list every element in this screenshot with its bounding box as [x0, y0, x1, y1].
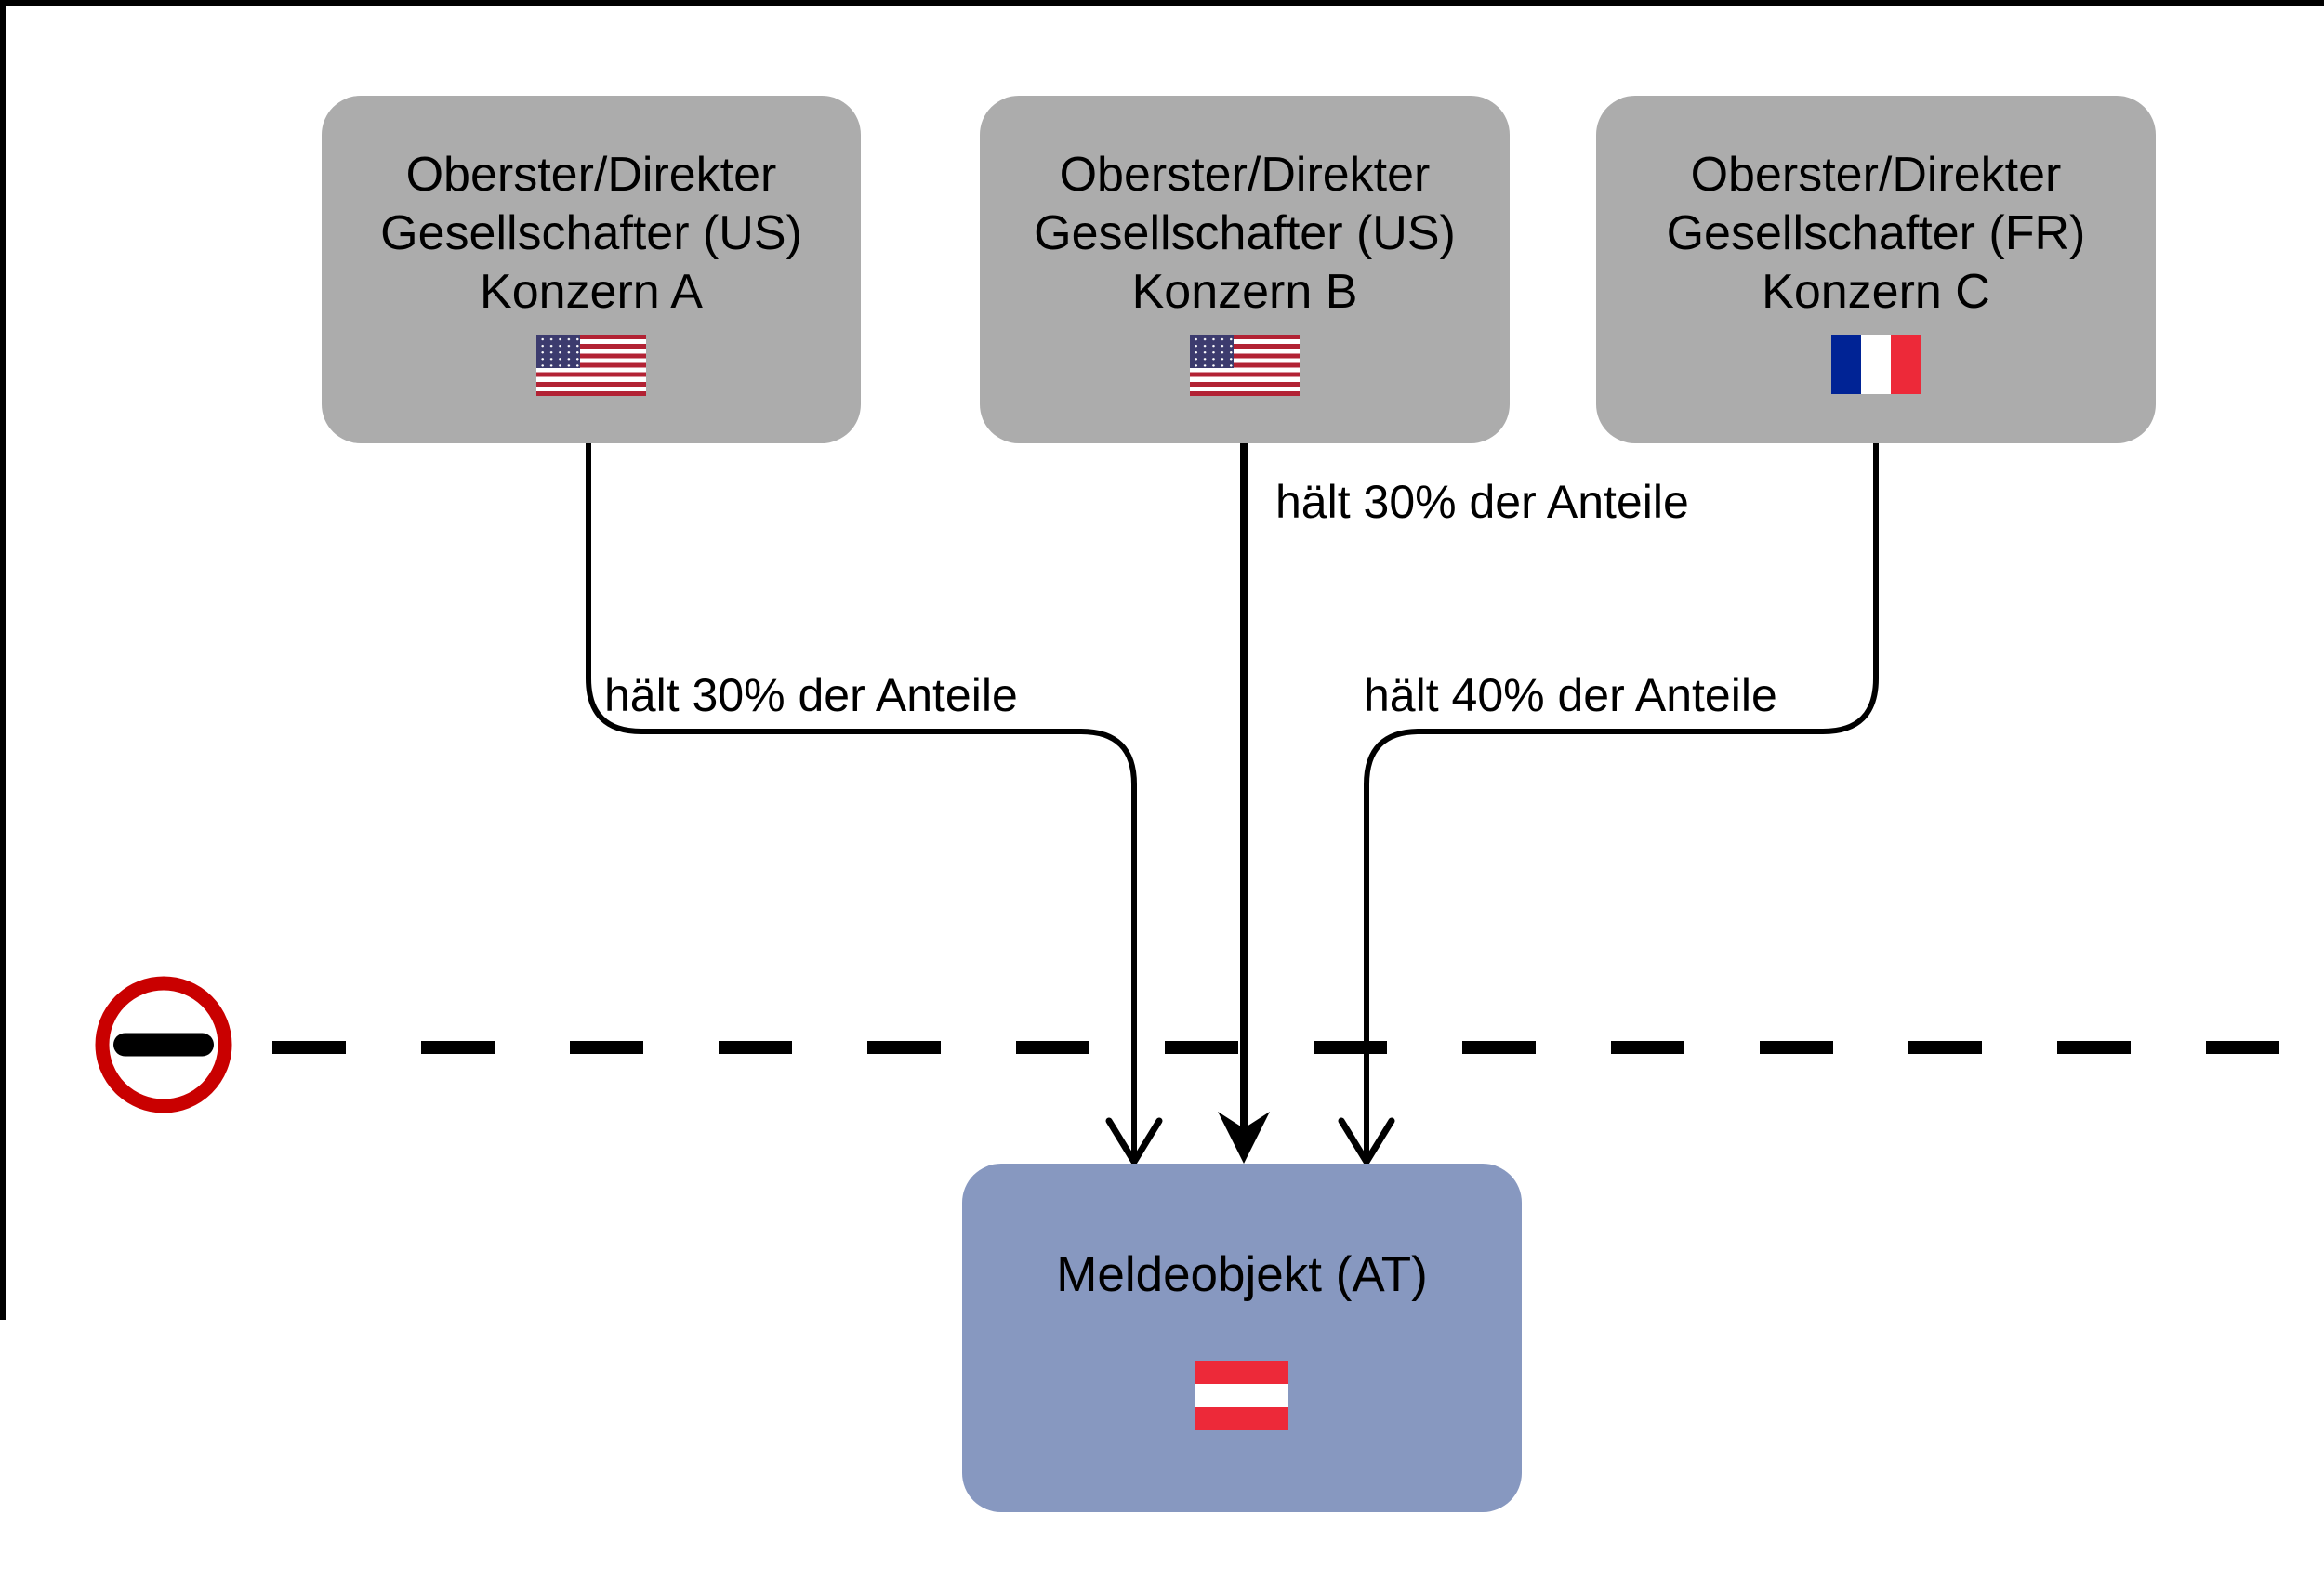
at-flag-icon — [1195, 1361, 1288, 1430]
shareholder-c-line1: Oberster/Direkter — [1690, 148, 2062, 202]
page-border-top — [0, 0, 2324, 6]
us-flag-icon — [536, 335, 646, 396]
shareholder-box-konzern-a: Oberster/Direkter Gesellschafter (US) Ko… — [322, 96, 861, 443]
edge-label-a: hält 30% der Anteile — [604, 669, 1018, 721]
us-flag-icon — [1190, 335, 1300, 396]
target-box-meldeobjekt: Meldeobjekt (AT) — [962, 1164, 1522, 1512]
shareholder-a-line1: Oberster/Direkter — [405, 148, 777, 202]
shareholder-b-line1: Oberster/Direkter — [1059, 148, 1431, 202]
us-flag-canton — [536, 335, 580, 368]
shareholder-b-line3: Konzern B — [1131, 265, 1358, 319]
no-entry-bar — [113, 1033, 214, 1057]
shareholder-box-konzern-c: Oberster/Direkter Gesellschafter (FR) Ko… — [1596, 96, 2156, 443]
arrow-down-icon — [1338, 1117, 1395, 1168]
shareholder-c-line2: Gesellschafter (FR) — [1666, 206, 2086, 260]
connector-c-line — [1364, 443, 1879, 1158]
edge-label-c: hält 40% der Anteile — [1364, 669, 1777, 721]
fr-flag-icon — [1831, 335, 1921, 394]
shareholder-a-line2: Gesellschafter (US) — [380, 206, 802, 260]
arrow-down-icon — [1218, 1112, 1270, 1164]
shareholder-b-line2: Gesellschafter (US) — [1034, 206, 1456, 260]
shareholder-a-line3: Konzern A — [480, 265, 703, 319]
edge-label-b: hält 30% der Anteile — [1275, 476, 1689, 528]
shareholder-box-konzern-b: Oberster/Direkter Gesellschafter (US) Ko… — [980, 96, 1510, 443]
shareholder-c-line3: Konzern C — [1762, 265, 1990, 319]
no-entry-ring — [95, 976, 232, 1113]
connector-a-line — [586, 443, 1137, 1158]
no-entry-icon — [95, 976, 232, 1113]
arrow-down-icon — [1105, 1117, 1163, 1168]
us-flag-canton — [1190, 335, 1234, 368]
page-border-left — [0, 0, 6, 1320]
target-box-label: Meldeobjekt (AT) — [1056, 1247, 1428, 1302]
